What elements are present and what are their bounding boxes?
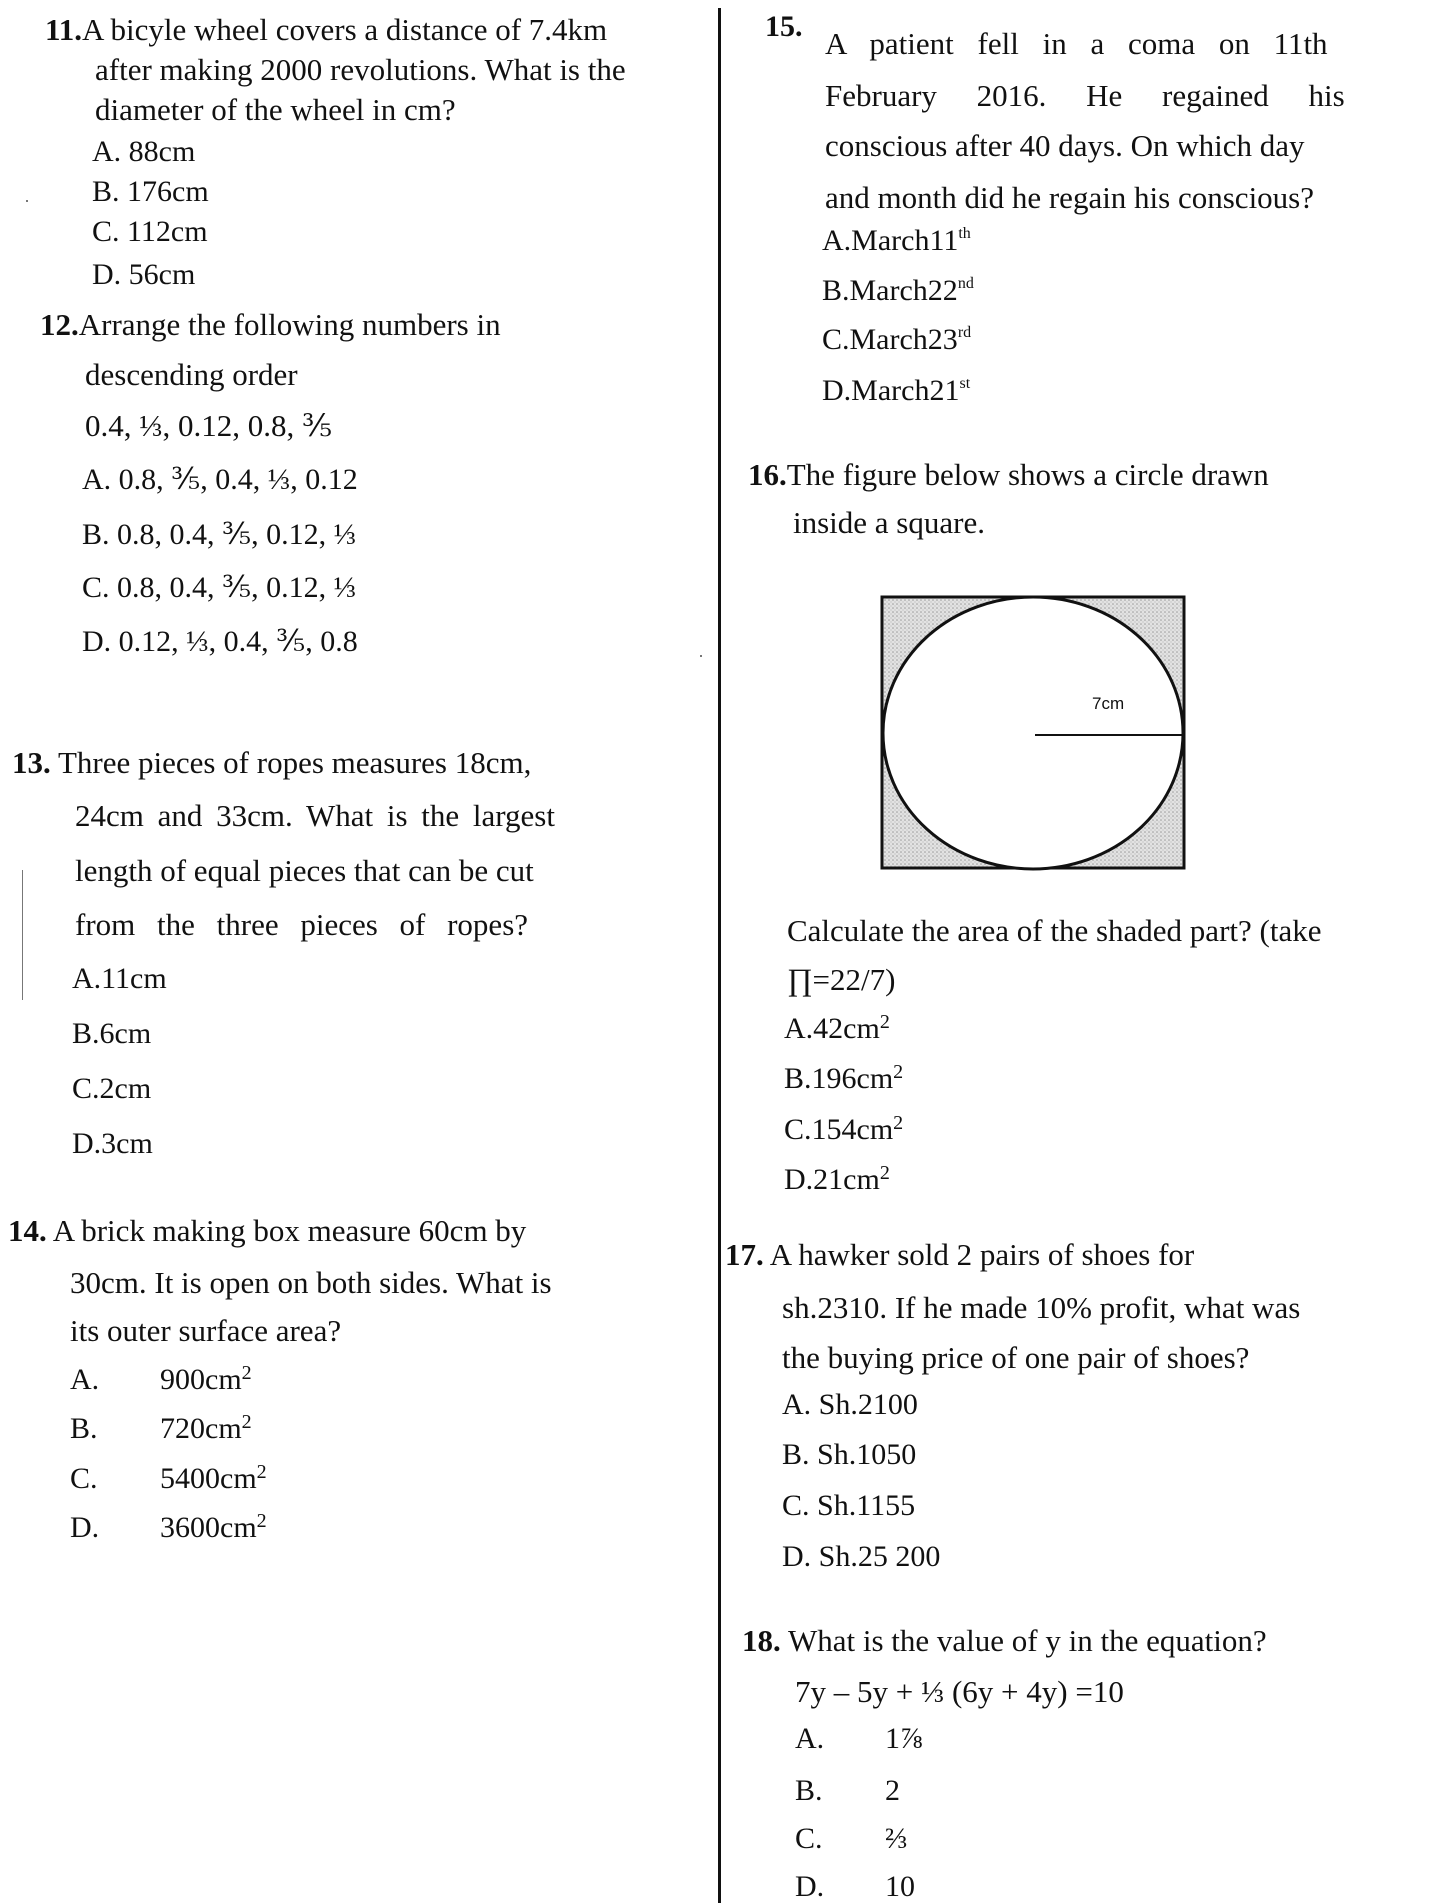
question-number: 15. — [765, 10, 803, 43]
question-text-line: February 2016. He regained his — [825, 78, 1345, 113]
option-c[interactable]: C.154cm2 — [784, 1112, 904, 1146]
option-b[interactable]: B. Sh.1050 — [782, 1438, 917, 1471]
question-text-line: its outer surface area? — [70, 1313, 342, 1348]
figure-svg: 7cm — [880, 595, 1186, 871]
question-text-line: and month did he regain his conscious? — [825, 180, 1315, 215]
option-a[interactable]: A. Sh.2100 — [782, 1388, 918, 1421]
question-number: 17. — [725, 1237, 764, 1272]
question-number: 12. — [40, 307, 79, 342]
question-text-line: diameter of the wheel in cm? — [95, 92, 456, 127]
option-d[interactable]: D.3600cm2 — [70, 1510, 267, 1544]
question-text-line: sh.2310. If he made 10% profit, what was — [782, 1290, 1301, 1325]
option-c[interactable]: C.5400cm2 — [70, 1461, 267, 1495]
question-text-line: Calculate the area of the shaded part? (… — [787, 913, 1322, 948]
question-number: 14. — [8, 1213, 47, 1248]
option-c[interactable]: C.March23rd — [822, 323, 972, 356]
option-c[interactable]: C.2cm — [72, 1072, 152, 1105]
column-divider — [718, 8, 721, 1903]
equation-line: 7y – 5y + ⅓ (6y + 4y) =10 — [795, 1674, 1124, 1709]
question-text-line: inside a square. — [793, 505, 985, 540]
question-number: 16. — [748, 457, 787, 492]
question-text-line: conscious after 40 days. On which day — [825, 128, 1305, 163]
option-a[interactable]: A.42cm2 — [784, 1011, 890, 1045]
option-b[interactable]: B.6cm — [72, 1017, 152, 1050]
question-text-line: the buying price of one pair of shoes? — [782, 1340, 1250, 1375]
option-d[interactable]: D.10 — [795, 1870, 915, 1903]
option-d[interactable]: D. 56cm — [92, 258, 196, 291]
scan-artifact — [26, 200, 28, 202]
option-c[interactable]: C. 112cm — [92, 215, 208, 248]
question-text-line: A patient fell in a coma on 11th — [825, 26, 1328, 61]
question-text-line: Three pieces of ropes measures 18cm, — [57, 745, 532, 780]
question-text-line: 0.4, ⅓, 0.12, 0.8, ⅗ — [85, 408, 333, 443]
option-c[interactable]: C. Sh.1155 — [782, 1489, 916, 1522]
question-text-line: ∏=22/7) — [787, 962, 896, 997]
question-text-line: A hawker sold 2 pairs of shoes for — [769, 1237, 1195, 1272]
question-text-line: descending order — [85, 357, 298, 392]
question-text-line: from the three pieces of ropes? — [75, 907, 529, 942]
option-c[interactable]: C.⅔ — [795, 1822, 908, 1855]
option-c[interactable]: C. 0.8, 0.4, ⅗, 0.12, ⅓ — [82, 571, 357, 604]
question-text-line: 30cm. It is open on both sides. What is — [70, 1265, 552, 1300]
question-number: 11. — [45, 12, 83, 47]
option-a[interactable]: A.11cm — [72, 962, 167, 995]
option-d[interactable]: D.21cm2 — [784, 1162, 890, 1196]
option-b[interactable]: B.196cm2 — [784, 1061, 904, 1095]
circle-shape — [881, 595, 1185, 871]
option-a[interactable]: A.March11th — [822, 224, 971, 257]
question-text-line: Arrange the following numbers in — [78, 307, 501, 342]
question-text-line: The figure below shows a circle drawn — [786, 457, 1269, 492]
question-text-line: length of equal pieces that can be cut — [75, 853, 534, 888]
option-b[interactable]: B.720cm2 — [70, 1411, 252, 1445]
question-number: 13. — [12, 745, 51, 780]
option-b[interactable]: B.March22nd — [822, 274, 974, 307]
option-d[interactable]: D. Sh.25 200 — [782, 1540, 941, 1573]
question-text-line: What is the value of y in the equation? — [787, 1623, 1267, 1658]
option-b[interactable]: B. 0.8, 0.4, ⅗, 0.12, ⅓ — [82, 518, 357, 551]
option-b[interactable]: B.2 — [795, 1774, 900, 1807]
option-a[interactable]: A.1⅞ — [795, 1722, 923, 1755]
question-text-line: A bicyle wheel covers a distance of 7.4k… — [82, 12, 608, 47]
question-text-line: 24cm and 33cm. What is the largest — [75, 798, 555, 833]
question-number: 18. — [742, 1623, 781, 1658]
option-a[interactable]: A. 88cm — [92, 135, 196, 168]
scan-artifact — [700, 655, 702, 657]
option-a[interactable]: A. 0.8, ⅗, 0.4, ⅓, 0.12 — [82, 463, 358, 496]
option-b[interactable]: B. 176cm — [92, 175, 209, 208]
scan-artifact — [22, 870, 23, 1000]
option-d[interactable]: D.3cm — [72, 1127, 153, 1160]
question-text-line: after making 2000 revolutions. What is t… — [95, 52, 626, 87]
question-text-line: A brick making box measure 60cm by — [52, 1213, 527, 1248]
radius-label: 7cm — [1092, 694, 1124, 713]
option-d[interactable]: D. 0.12, ⅓, 0.4, ⅗, 0.8 — [82, 625, 358, 658]
option-d[interactable]: D.March21st — [822, 374, 971, 407]
option-a[interactable]: A.900cm2 — [70, 1362, 252, 1396]
circle-in-square-figure: 7cm — [880, 595, 1190, 880]
